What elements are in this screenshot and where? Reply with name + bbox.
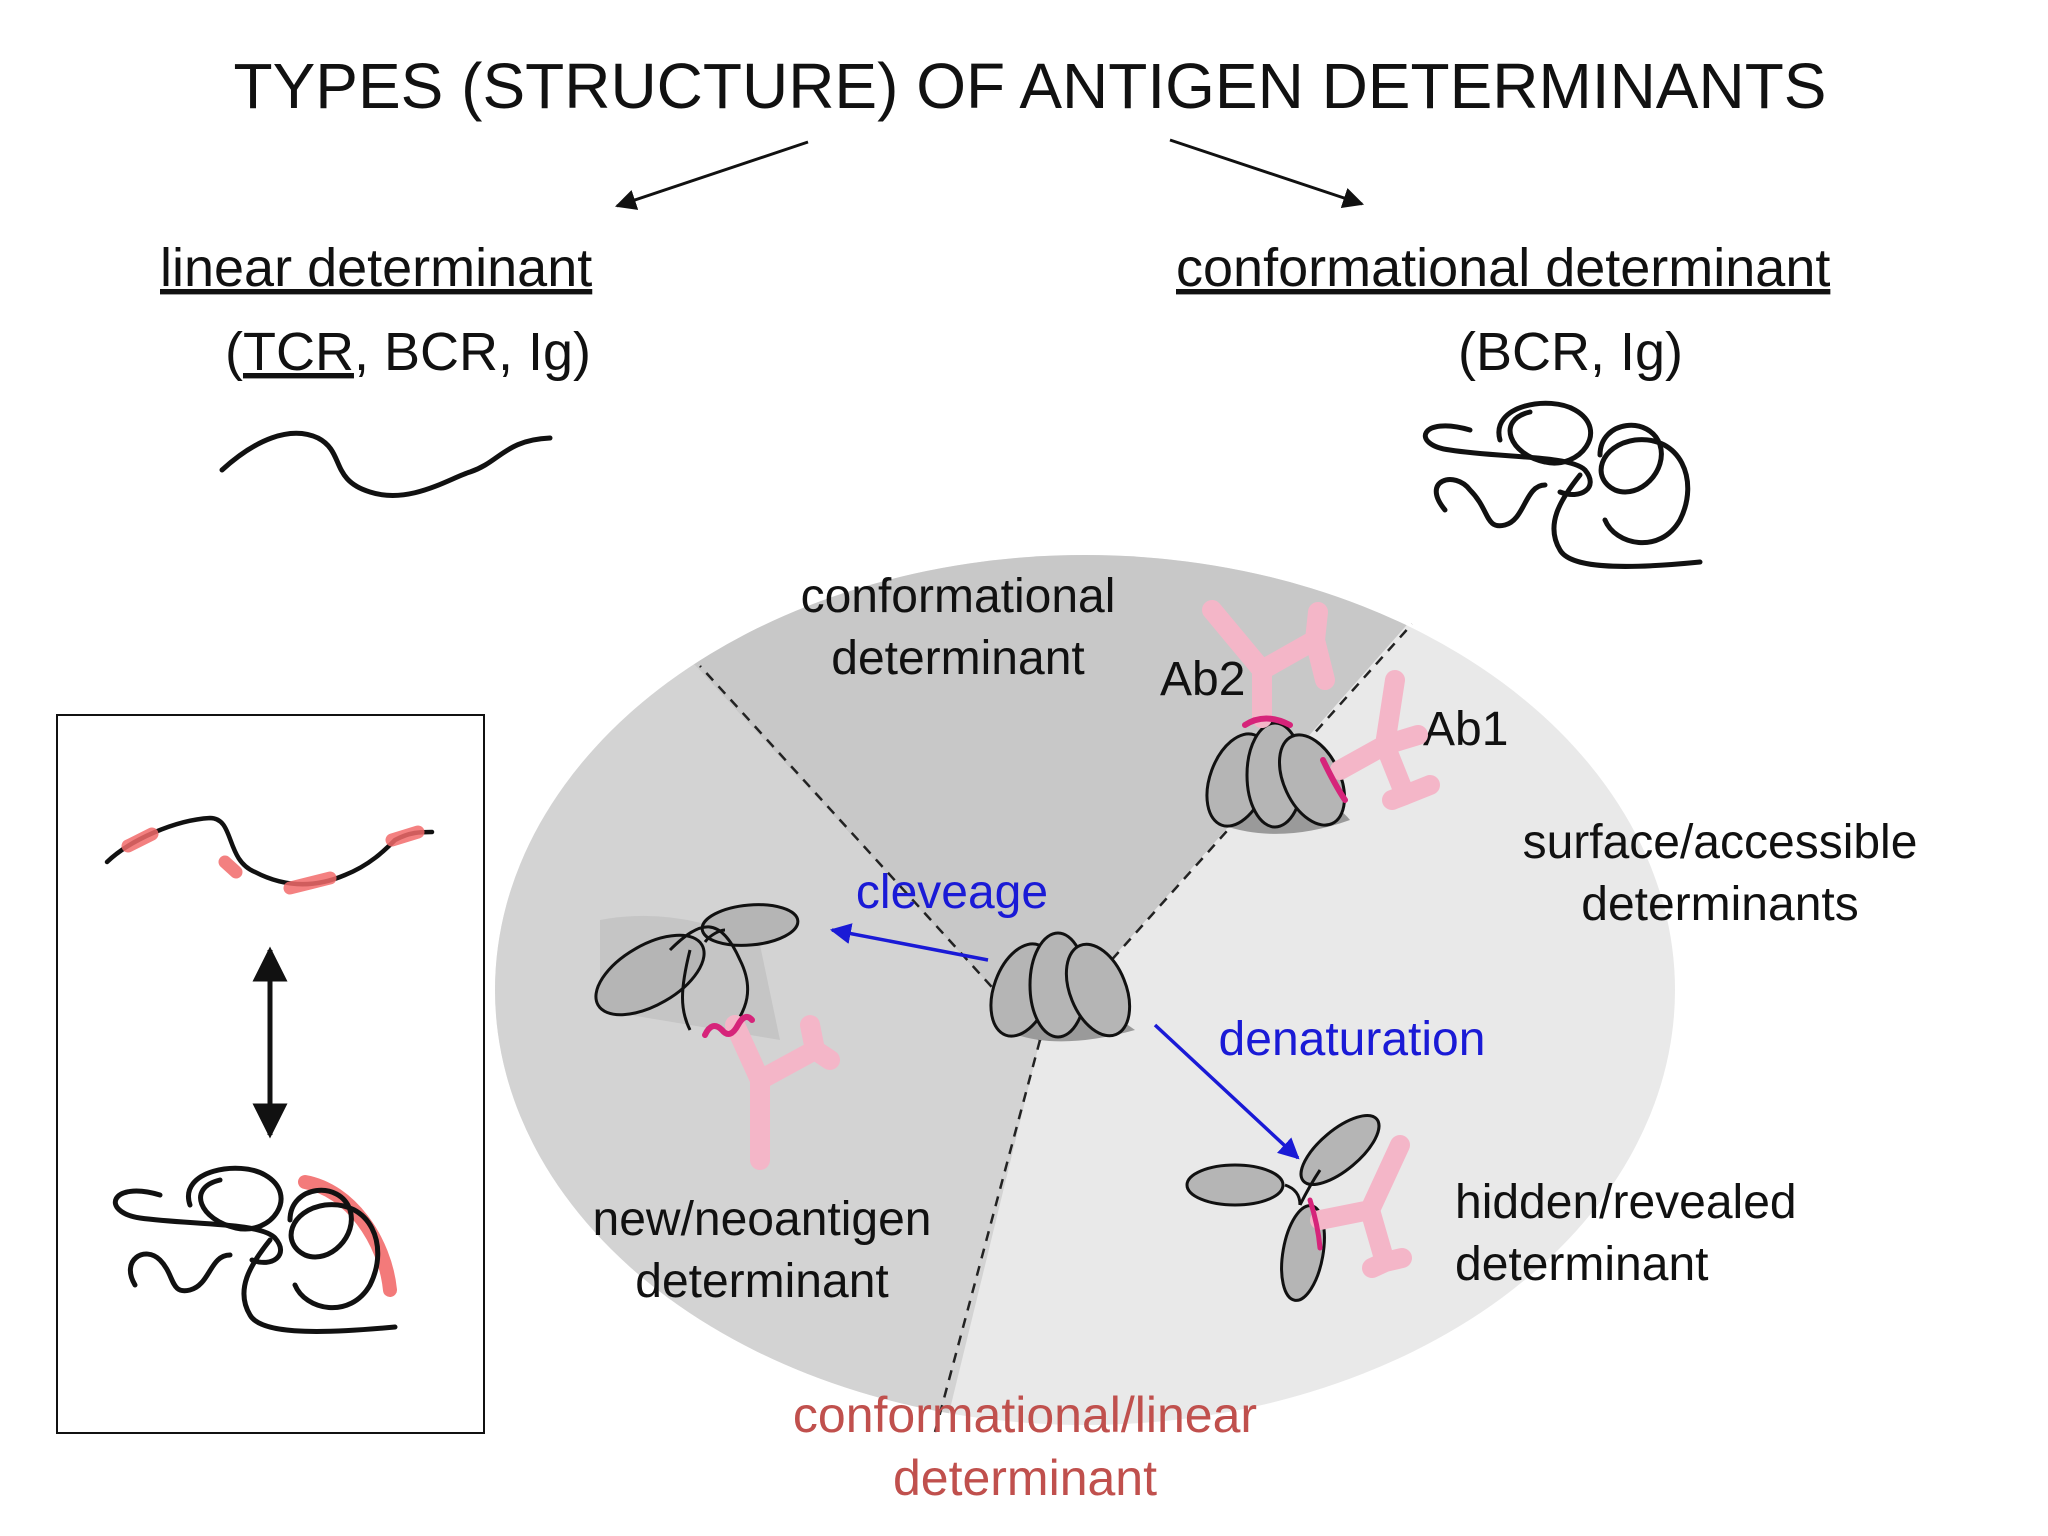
central-protein-icon <box>989 931 1135 1042</box>
denaturation-arrow-icon <box>1153 1023 1300 1160</box>
bottom-label-line1: conformational/linear <box>793 1387 1257 1443</box>
linear-chain-icon <box>219 430 553 498</box>
sector-right-label-line1: surface/accessible <box>1523 816 1918 869</box>
arrow-to-linear <box>615 140 809 210</box>
denaturation-label: denaturation <box>1219 1013 1486 1066</box>
sector-right-label-line2: determinants <box>1581 878 1858 931</box>
cleavage-label: cleveage <box>856 866 1048 919</box>
antibody-2-icon <box>1202 600 1335 728</box>
box-coiled-chain-icon <box>112 1165 398 1334</box>
linear-receptors: (TCR, BCR, Ig) <box>225 322 591 382</box>
sector-top-label-line2: determinant <box>831 632 1084 685</box>
antibody-1-icon <box>1320 670 1440 810</box>
sector-left-label-line2: determinant <box>635 1255 888 1308</box>
linear-heading: linear determinant <box>160 238 592 298</box>
sector-top-label-line1: conformational <box>801 570 1116 623</box>
neoantigen-antibody-icon <box>702 1013 840 1170</box>
cleaved-protein-icon <box>594 903 800 1040</box>
antibody-1-label: Ab1 <box>1423 703 1508 756</box>
surface-protein-icon <box>1205 721 1350 834</box>
coiled-chain-icon <box>1422 400 1703 569</box>
page-title: TYPES (STRUCTURE) OF ANTIGEN DETERMINANT… <box>234 50 1827 122</box>
sector-left-label-line1: new/neoantigen <box>593 1193 932 1246</box>
cleavage-arrow-icon <box>829 923 989 962</box>
denatured-protein-icon <box>1185 1114 1381 1302</box>
conformational-heading: conformational determinant <box>1176 238 1830 298</box>
hidden-antibody-icon <box>1307 1135 1412 1278</box>
sector-bottom-right-label-line1: hidden/revealed <box>1455 1176 1797 1229</box>
sector-bottom-right-label-line2: determinant <box>1455 1238 1708 1291</box>
arrow-to-conformational <box>1169 138 1364 208</box>
conformational-receptors: (BCR, Ig) <box>1458 322 1683 382</box>
bottom-label-line2: determinant <box>893 1450 1157 1506</box>
box-linear-chain-icon <box>104 815 435 895</box>
antibody-2-label: Ab2 <box>1160 653 1245 706</box>
